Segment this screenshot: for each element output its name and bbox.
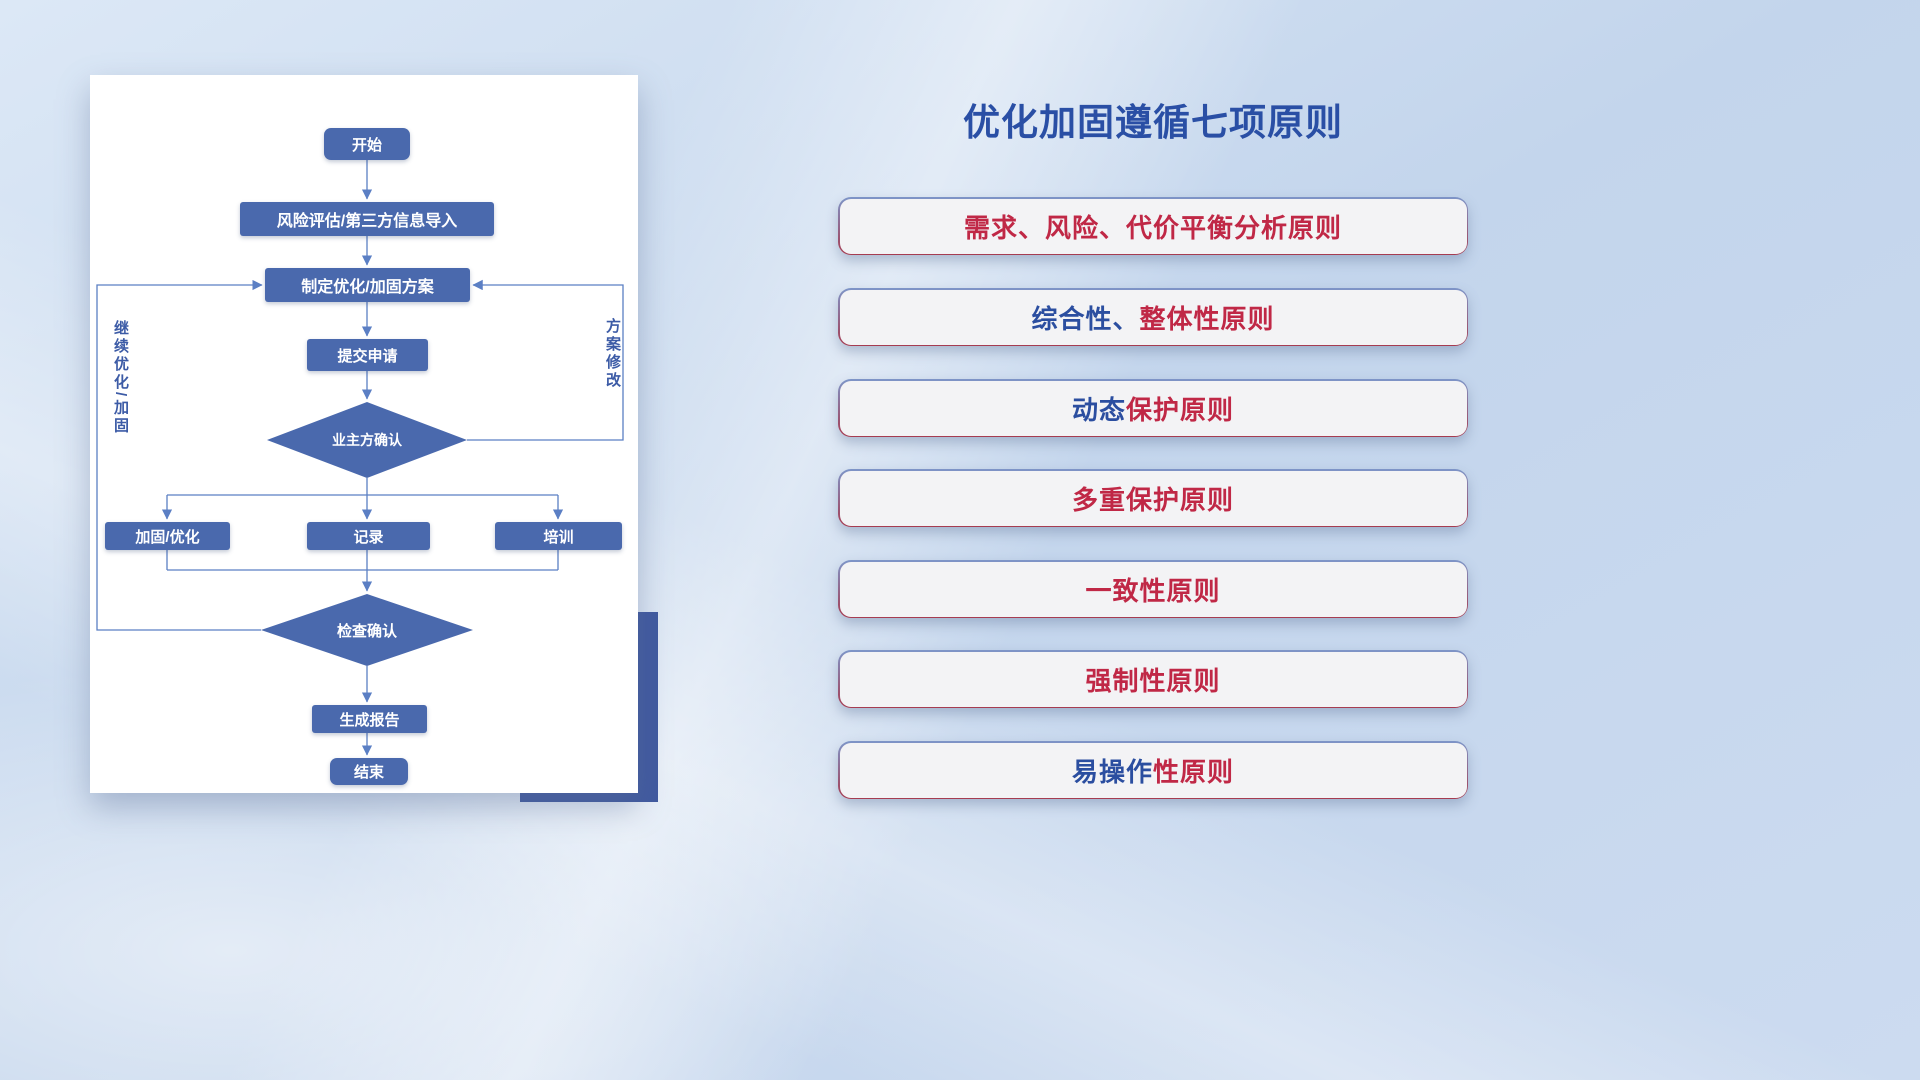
flow-node-generate-report: 生成报告 [312,705,427,733]
principle-text-2: 综合性、整体性原则 [839,289,1467,345]
flow-connectors [96,160,624,756]
principle-item-6: 强制性原则 [838,650,1468,708]
flow-node-training: 培训 [495,522,622,550]
principle-item-5: 一致性原则 [838,560,1468,618]
principle-text-3: 动态保护原则 [839,380,1467,436]
flowchart-card: 开始 风险评估/第三方信息导入 制定优化/加固方案 提交申请 业主方确认 加固/… [90,75,638,793]
page-title: 优化加固遵循七项原则 [963,102,1343,143]
flow-node-reinforce-optimize: 加固/优化 [105,522,230,550]
principle-text-5: 一致性原则 [839,561,1467,617]
flow-node-submit-application: 提交申请 [307,339,428,371]
principle-text-4: 多重保护原则 [839,470,1467,526]
connector-loop-continue-optimize [96,279,263,631]
principle-item-3: 动态保护原则 [838,379,1468,437]
flow-node-start: 开始 [324,128,410,160]
connector-loop-plan-revise [467,279,624,441]
principle-item-1: 需求、风险、代价平衡分析原则 [838,197,1468,255]
principle-text-1: 需求、风险、代价平衡分析原则 [839,198,1467,254]
flow-node-risk-assessment: 风险评估/第三方信息导入 [240,202,494,236]
flow-node-end: 结束 [330,758,408,785]
flow-node-record: 记录 [307,522,430,550]
loop-label-plan-revise: 方案修改 [604,318,621,390]
principle-item-2: 综合性、整体性原则 [838,288,1468,346]
loop-label-continue-optimize: 继续优化/加固 [112,320,129,436]
principle-text-7: 易操作性原则 [839,742,1467,798]
principle-item-7: 易操作性原则 [838,741,1468,799]
principle-text-6: 强制性原则 [839,651,1467,707]
principle-item-4: 多重保护原则 [838,469,1468,527]
flow-node-make-plan: 制定优化/加固方案 [265,268,470,302]
